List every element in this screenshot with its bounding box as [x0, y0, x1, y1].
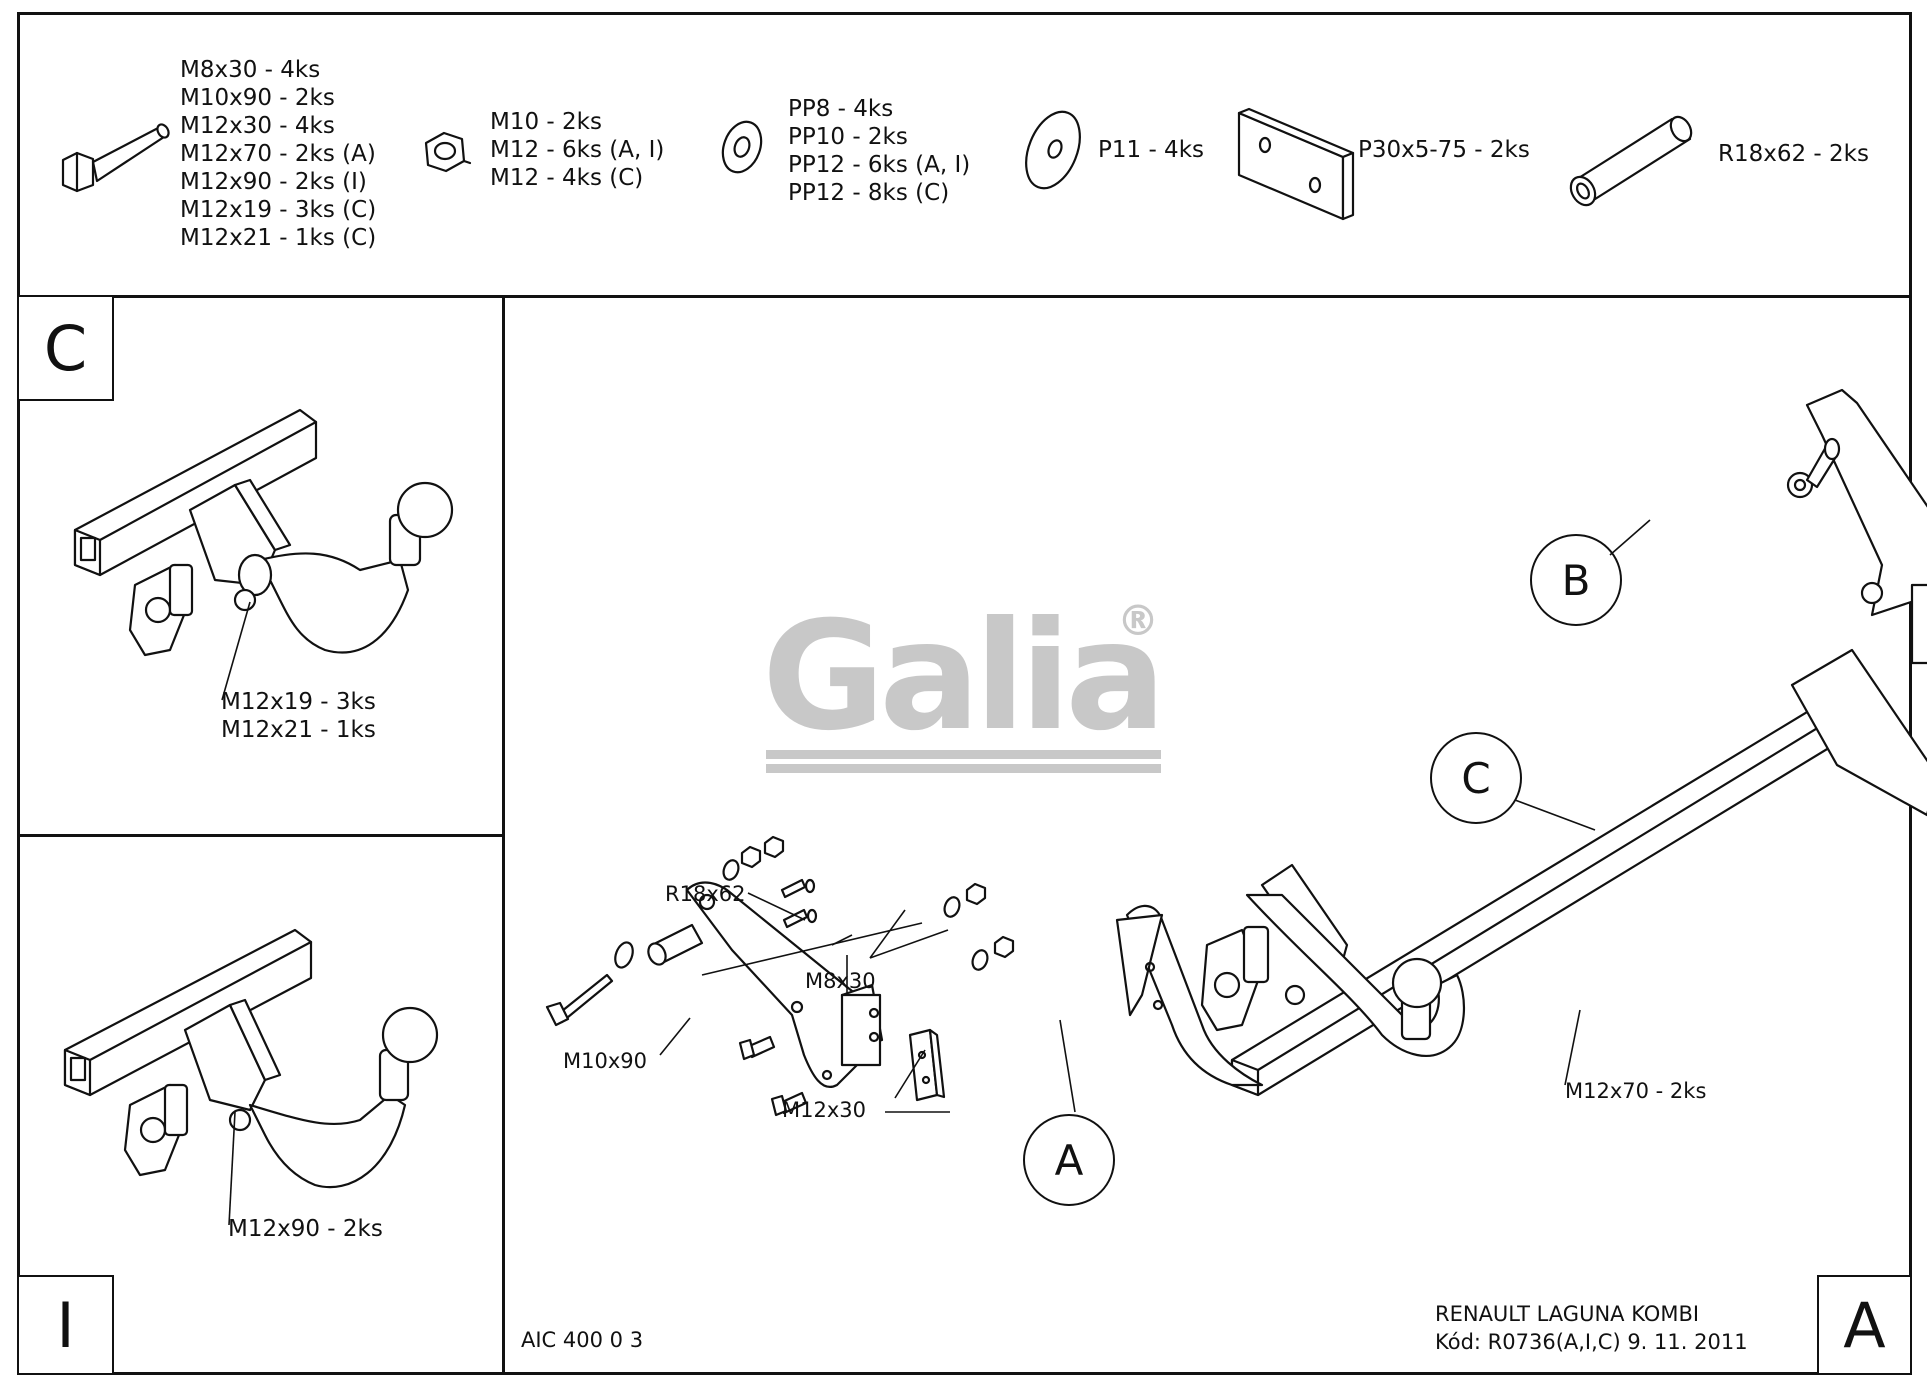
- variant-i-letter: I: [17, 1275, 114, 1375]
- logo-underline-1: [766, 750, 1161, 759]
- tube-label: R18x62 - 2ks: [1718, 141, 1869, 167]
- nut-item: M12 - 4ks (C): [490, 165, 644, 191]
- variant-c-label: M12x19 - 3ks: [221, 689, 376, 715]
- variant-a-letter: A: [1817, 1275, 1912, 1375]
- washer-item: PP12 - 8ks (C): [788, 180, 950, 206]
- plate-label: P30x5-75 - 2ks: [1358, 137, 1530, 163]
- callout-a: A: [1023, 1114, 1115, 1206]
- large-washer-label: P11 - 4ks: [1098, 137, 1204, 163]
- washer-list: PP8 - 4ks PP10 - 2ks PP12 - 6ks (A, I) P…: [788, 95, 970, 207]
- tube-icon: [1569, 115, 1693, 207]
- washer-icon: [721, 120, 763, 174]
- product-code: Kód: R0736(A,I,C) 9. 11. 2011: [1435, 1330, 1748, 1354]
- vehicle-name: RENAULT LAGUNA KOMBI: [1435, 1302, 1700, 1326]
- towbar-assembly-drawing: [545, 388, 1927, 1117]
- logo-text: Galia: [762, 590, 1166, 764]
- variant-i-leader: [228, 1111, 236, 1226]
- bolt-item: M10x90 - 2ks: [180, 85, 335, 111]
- bolt-item: M8x30 - 4ks: [180, 57, 321, 83]
- variant-c-leader: [221, 601, 251, 701]
- bolt-item: M12x21 - 1ks (C): [180, 225, 377, 251]
- title-block: RENAULT LAGUNA KOMBI Kód: R0736(A,I,C) 9…: [1435, 1300, 1748, 1356]
- variant-c-labels: M12x19 - 3ks M12x21 - 1ks: [221, 688, 376, 744]
- galia-logo: Galia ®: [762, 590, 1166, 792]
- variant-i-label: M12x90 - 2ks: [228, 1216, 383, 1242]
- label-m12x70: M12x70 - 2ks: [1565, 1079, 1707, 1103]
- variant-c-label: M12x21 - 1ks: [221, 717, 376, 743]
- plate-icon: [1237, 107, 1355, 221]
- variant-c-letter: C: [17, 295, 114, 401]
- variant-i-drawing: [63, 928, 439, 1189]
- bolt-icon: [61, 123, 170, 193]
- logo-registered-mark: ®: [1117, 596, 1159, 645]
- bolt-list: M8x30 - 4ks M10x90 - 2ks M12x30 - 4ks M1…: [180, 56, 376, 252]
- bolt-item: M12x90 - 2ks (I): [180, 169, 367, 195]
- label-m12x30: M12x30: [782, 1098, 866, 1122]
- bolt-item: M12x19 - 3ks (C): [180, 197, 377, 223]
- bolt-item: M12x30 - 4ks: [180, 113, 335, 139]
- washer-item: PP12 - 6ks (A, I): [788, 152, 971, 178]
- bolt-item: M12x70 - 2ks (A): [180, 141, 376, 167]
- nut-icon: [424, 131, 472, 173]
- variant-c-drawing: [73, 408, 454, 657]
- nut-list: M10 - 2ks M12 - 6ks (A, I) M12 - 4ks (C): [490, 108, 664, 192]
- washer-item: PP8 - 4ks: [788, 96, 894, 122]
- callout-c: C: [1430, 732, 1522, 824]
- logo-underline-2: [766, 764, 1161, 773]
- label-r18x62: R18x62: [665, 882, 746, 906]
- washer-item: PP10 - 2ks: [788, 124, 908, 150]
- main-assembly-panel: [502, 295, 1912, 1375]
- drawing-code: AIC 400 0 3: [521, 1328, 644, 1352]
- large-washer-icon: [1025, 110, 1081, 190]
- label-m8x30: M8x30: [805, 969, 876, 993]
- label-m10x90: M10x90: [563, 1049, 647, 1073]
- nut-item: M10 - 2ks: [490, 109, 602, 135]
- callout-b: B: [1530, 534, 1622, 626]
- nut-item: M12 - 6ks (A, I): [490, 137, 665, 163]
